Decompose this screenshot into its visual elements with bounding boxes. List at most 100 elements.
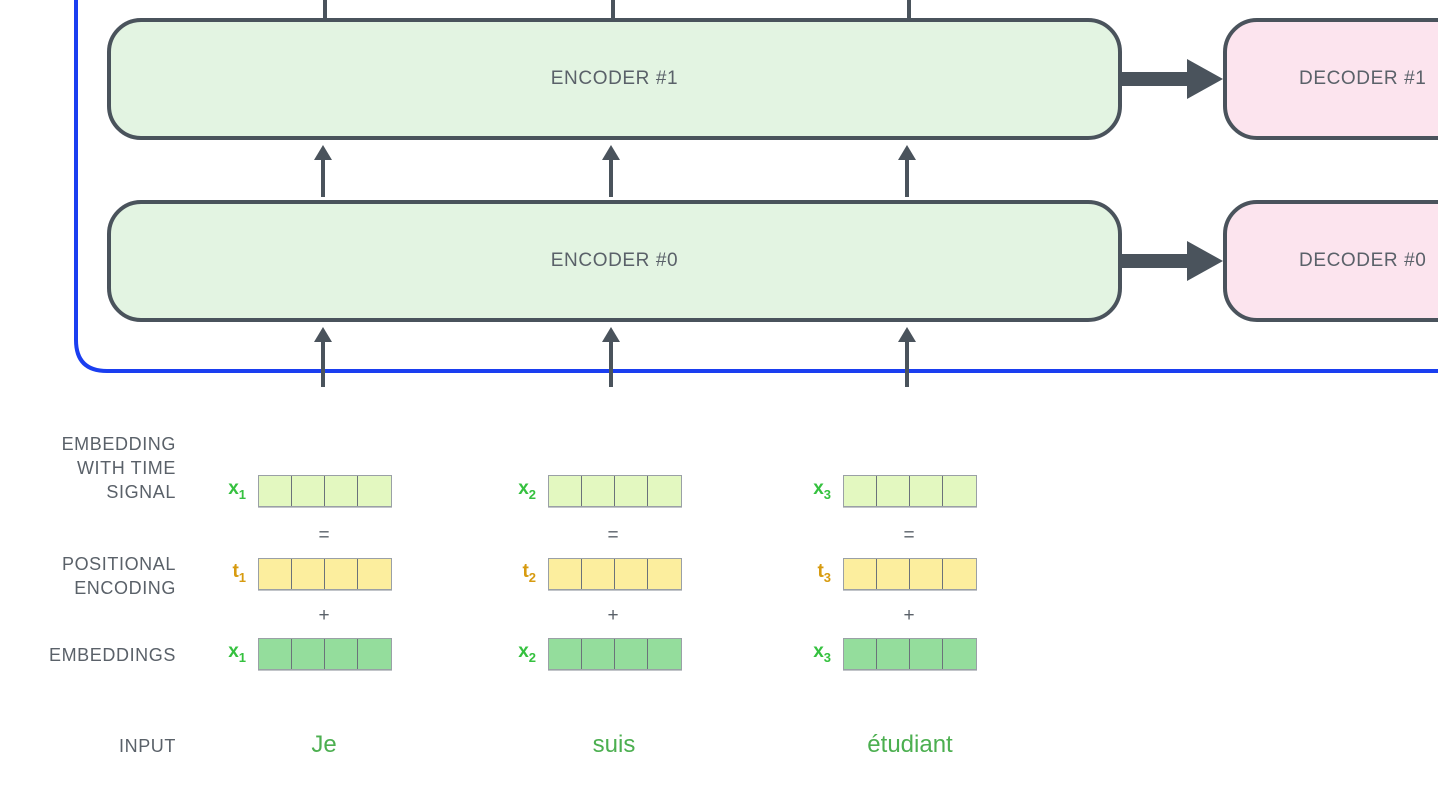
vector-cell [358,559,391,589]
vector-cell [259,476,292,506]
vector-embedding-3 [843,638,977,670]
arrowhead-icon [898,327,916,342]
vector-cell [325,639,358,669]
vector-label-base: x [228,478,239,499]
vector-label-sub: 1 [238,486,246,502]
vector-cell [877,639,910,669]
arrow-shaft [321,155,325,197]
vector-cell [358,639,391,669]
encoder-1-label: ENCODER #1 [550,68,679,89]
vector-cell [582,639,615,669]
input-word-2: suis [592,731,636,758]
decoder-1-label: DECODER #1 [1299,68,1427,89]
vector-embedding-2 [548,638,682,670]
operator-equals-3: = [903,525,915,546]
vector-cell [259,559,292,589]
encoder-block-0[interactable]: ENCODER #0 [107,200,1122,322]
vector-label-embedding-2: x2 [486,641,536,665]
decoder-block-0[interactable]: DECODER #0 [1223,200,1438,322]
vector-label-sub: 2 [528,569,536,585]
arrowhead-icon [898,145,916,160]
block-arrowhead-icon [1187,59,1223,99]
vector-label-embedding-1: x1 [196,641,246,665]
vector-cell [292,559,325,589]
encoder-block-1[interactable]: ENCODER #1 [107,18,1122,140]
operator-plus-1: + [318,605,330,626]
flow-arrow-enc1-to-dec1 [1121,59,1223,99]
vector-cell [943,476,976,506]
flow-arrow-enc0-to-enc1-3 [898,145,916,197]
operator-plus-3: + [903,605,915,626]
vector-cell [615,559,648,589]
input-arrow-stub-1 [323,0,327,18]
vector-label-base: x [518,478,529,499]
vector-cell [259,639,292,669]
vector-cell [844,639,877,669]
vector-label-base: x [813,641,824,662]
vector-cell [549,476,582,506]
vector-sum-2 [548,475,682,507]
vector-sum-1 [258,475,392,507]
vector-cell [549,639,582,669]
block-arrowhead-icon [1187,241,1223,281]
vector-cell [910,639,943,669]
vector-label-sub: 2 [528,649,536,665]
arrowhead-icon [602,145,620,160]
vector-label-positional-1: t1 [196,561,246,585]
vector-label-base: t [232,561,239,582]
vector-label-base: t [522,561,529,582]
row-label-line-2: ENCODING [74,578,176,598]
operator-plus-2: + [607,605,619,626]
row-label-positional-encoding: POSITIONAL ENCODING [0,552,176,600]
vector-cell [648,476,681,506]
vector-label-base: t [817,561,824,582]
arrow-shaft [905,155,909,197]
vector-cell [325,559,358,589]
vector-cell [877,559,910,589]
vector-cell [325,476,358,506]
row-label-line-1: POSITIONAL [61,554,176,574]
input-word-1: Je [311,731,337,758]
arrow-shaft [321,337,325,387]
vector-label-positional-3: t3 [781,561,831,585]
vector-cell [615,476,648,506]
vector-positional-1 [258,558,392,590]
vector-label-sub: 3 [823,569,831,585]
vector-cell [844,476,877,506]
vector-sum-3 [843,475,977,507]
flow-arrow-input-to-enc0-2 [602,327,620,387]
vector-label-sub: 3 [823,649,831,665]
flow-arrow-enc0-to-enc1-1 [314,145,332,197]
vector-label-sub: 3 [823,486,831,502]
arrowhead-icon [314,327,332,342]
vector-cell [292,639,325,669]
vector-cell [844,559,877,589]
vector-cell [292,476,325,506]
block-arrow-shaft [1121,254,1191,268]
row-label-line-1: EMBEDDING [61,434,176,454]
vector-cell [910,559,943,589]
row-label-line-3: SIGNAL [106,482,176,502]
vector-embedding-1 [258,638,392,670]
vector-positional-2 [548,558,682,590]
vector-positional-3 [843,558,977,590]
decoder-block-1[interactable]: DECODER #1 [1223,18,1438,140]
vector-label-sum-3: x3 [781,478,831,502]
vector-label-base: x [518,641,529,662]
arrow-shaft [609,337,613,387]
operator-equals-1: = [318,525,330,546]
arrow-shaft [609,155,613,197]
row-label-input: INPUT [119,736,176,756]
vector-label-sum-2: x2 [486,478,536,502]
flow-arrow-enc0-to-dec0 [1121,241,1223,281]
vector-cell [549,559,582,589]
encoder-0-label: ENCODER #0 [550,250,679,271]
vector-cell [582,559,615,589]
input-arrow-stub-3 [907,0,911,18]
vector-label-positional-2: t2 [486,561,536,585]
arrow-shaft [905,337,909,387]
vector-cell [910,476,943,506]
vector-label-sub: 1 [238,649,246,665]
vector-label-sub: 1 [238,569,246,585]
row-label-embedding-with-time-signal: EMBEDDING WITH TIME SIGNAL [0,432,176,504]
